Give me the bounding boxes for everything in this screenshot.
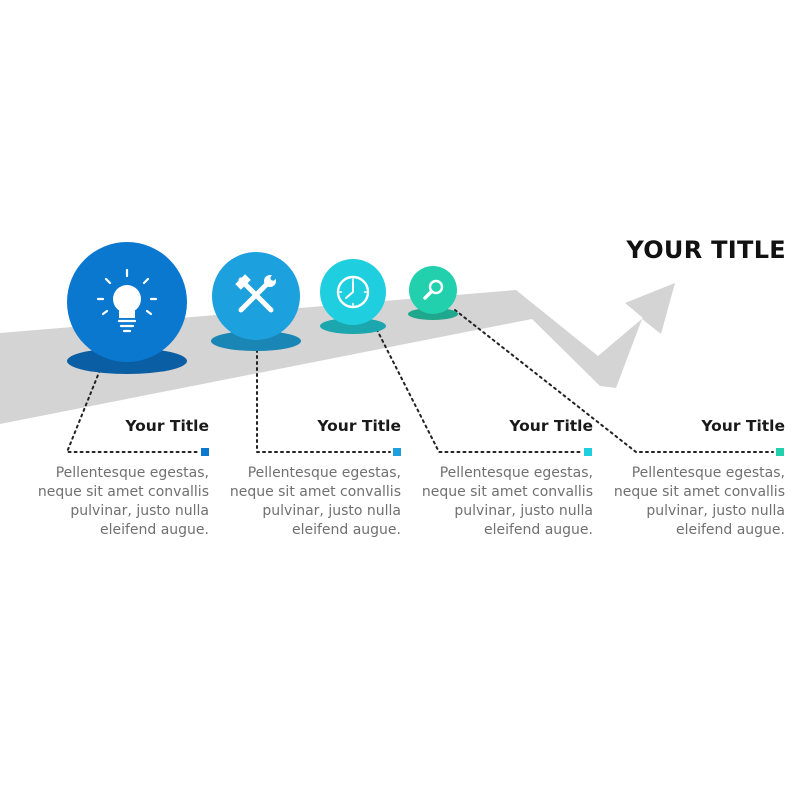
- lightbulb-icon: [96, 268, 158, 333]
- gray-path: [0, 283, 675, 424]
- connector-step-2: [256, 343, 391, 453]
- connector-step-4: [454, 309, 774, 453]
- connector-step-1: [65, 369, 199, 453]
- search-icon: [423, 279, 444, 300]
- shadow-step-2: [211, 331, 301, 351]
- main-title: YOUR TITLE: [626, 236, 786, 264]
- step-2-title: Your Title: [317, 417, 401, 435]
- step-3-title: Your Title: [509, 417, 593, 435]
- step-4-title: Your Title: [701, 417, 785, 435]
- step-2-marker: [393, 448, 401, 456]
- connector-step-3: [373, 323, 583, 453]
- circle-step-4: [409, 266, 457, 314]
- step-1-description: Pellentesque egestas, neque sit amet con…: [37, 465, 209, 538]
- clock-icon: [336, 275, 370, 309]
- step-1-marker: [201, 448, 209, 456]
- step-1-title: Your Title: [125, 417, 209, 435]
- step-4-description: Pellentesque egestas, neque sit amet con…: [613, 465, 785, 538]
- step-3-marker: [584, 448, 592, 456]
- step-3-description: Pellentesque egestas, neque sit amet con…: [421, 465, 593, 538]
- connector-lines: [65, 309, 774, 453]
- step-4-marker: [776, 448, 784, 456]
- shadow-step-3: [320, 318, 386, 334]
- tools-icon: [235, 274, 276, 313]
- step-2-description: Pellentesque egestas, neque sit amet con…: [229, 465, 401, 538]
